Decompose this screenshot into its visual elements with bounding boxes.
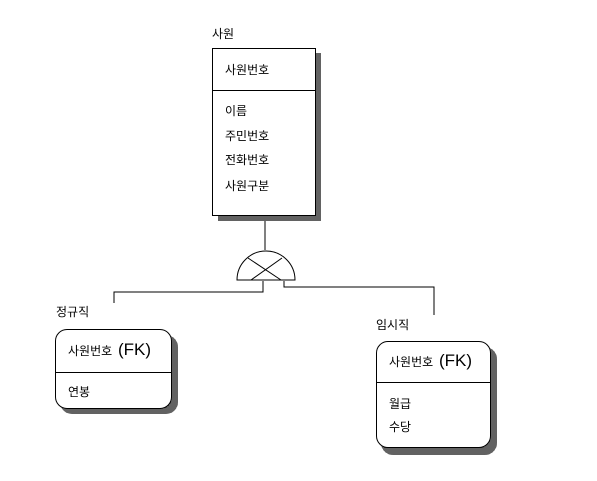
right-child-entity-name: 임시직: [376, 318, 410, 332]
right-child-key-attribute: 사원번호 (FK): [389, 351, 473, 370]
parent-key-attribute: 사원번호: [225, 63, 270, 77]
parent-attribute: 주민번호: [225, 129, 270, 143]
right-child-attribute: 월급: [389, 397, 412, 411]
left-child-attribute: 연봉: [68, 385, 91, 399]
right-child-attribute: 수당: [389, 420, 412, 434]
parent-attribute: 전화번호: [225, 153, 270, 167]
left-child-key-attribute: 사원번호 (FK): [68, 340, 152, 359]
left-child-key-divider: [56, 372, 171, 373]
subtype-discriminator-symbol: [236, 250, 296, 281]
right-child-entity-box[interactable]: 사원번호 (FK) 월급 수당: [376, 341, 491, 448]
parent-key-divider: [213, 90, 315, 91]
parent-entity-box[interactable]: 사원번호 이름 주민번호 전화번호 사원구분: [212, 48, 316, 216]
left-child-entity-box[interactable]: 사원번호 (FK) 연봉: [55, 329, 172, 409]
right-child-key-divider: [377, 382, 490, 383]
symbol-to-right-child-line: [283, 281, 435, 315]
parent-entity-name: 사원: [212, 27, 235, 41]
parent-attribute: 사원구분: [225, 179, 270, 193]
parent-attribute: 이름: [225, 104, 248, 118]
left-child-entity-name: 정규직: [56, 305, 90, 319]
symbol-to-left-child-line: [113, 281, 264, 303]
